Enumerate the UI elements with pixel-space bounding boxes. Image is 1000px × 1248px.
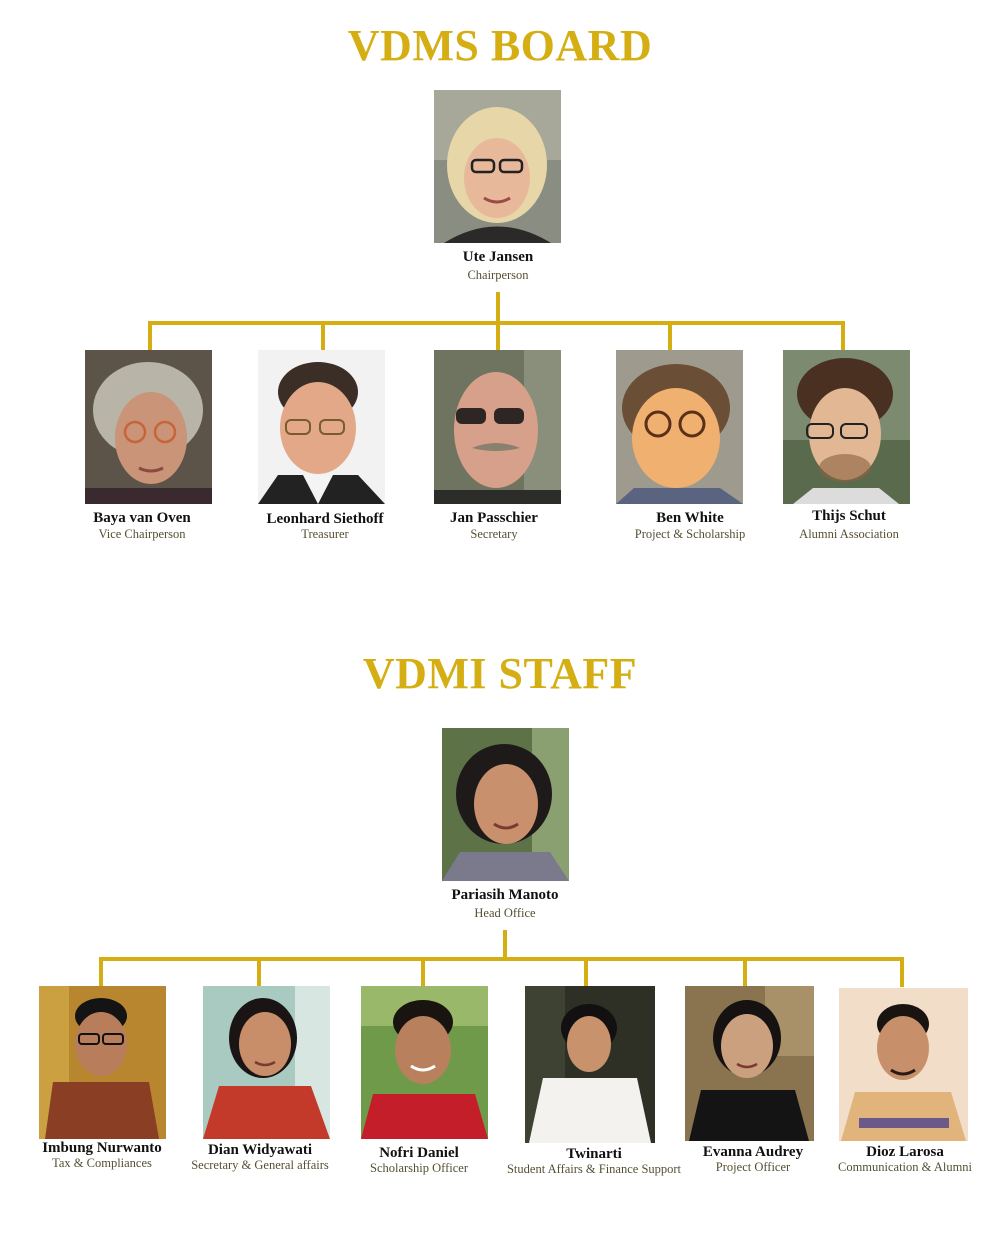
head-office-role: Head Office: [474, 906, 536, 920]
board-member-name-2: Leonhard Siethoff: [266, 511, 384, 527]
staff-connector-drop-5: [743, 957, 747, 987]
chairperson-name: Ute Jansen: [462, 249, 534, 265]
board-member-role-2: Treasurer: [301, 527, 349, 541]
staff-connector-drop-6: [900, 957, 904, 987]
staff-member-name-4: Twinarti: [566, 1146, 622, 1162]
board-member-name-5: Thijs Schut: [812, 508, 886, 524]
staff-connector-drop-1: [99, 957, 103, 987]
board-member-name-1: Baya van Oven: [93, 510, 191, 526]
photo-leonhard-siethoff: [258, 350, 385, 504]
board-member-name-3: Jan Passchier: [450, 510, 538, 526]
staff-member-role-2: Secretary & General affairs: [191, 1158, 329, 1172]
photo-twinarti: [525, 986, 655, 1143]
photo-dian-widyawati: [203, 986, 330, 1139]
head-office-name: Pariasih Manoto: [451, 887, 559, 903]
staff-member-role-6: Communication & Alumni: [837, 1160, 973, 1174]
photo-baya-van-oven: [85, 350, 212, 504]
staff-connector-drop-2: [257, 957, 261, 987]
board-member-role-3: Secretary: [470, 527, 518, 541]
photo-pariasih-manoto: [442, 728, 569, 881]
board-connector-drop-4: [668, 321, 672, 351]
staff-connector-drop-4: [584, 957, 588, 987]
photo-ute-jansen: [434, 90, 561, 243]
photo-ben-white: [616, 350, 743, 504]
board-connector-horizontal: [148, 321, 845, 325]
staff-member-role-1: Tax & Compliances: [52, 1156, 152, 1170]
staff-member-name-1: Imbung Nurwanto: [42, 1140, 162, 1156]
staff-connector-drop-3: [421, 957, 425, 987]
board-member-name-4: Ben White: [656, 510, 724, 526]
board-connector-drop-5: [841, 321, 845, 351]
staff-member-name-6: Dioz Larosa: [866, 1144, 944, 1160]
staff-member-name-3: Nofri Daniel: [379, 1145, 459, 1161]
photo-thijs-schut: [783, 350, 910, 504]
staff-title: VDMI STAFF: [362, 649, 638, 698]
chairperson-role: Chairperson: [467, 268, 529, 282]
photo-imbung-nurwanto: [39, 986, 166, 1139]
board-connector-drop-1: [148, 321, 152, 351]
staff-connector-vertical: [503, 930, 507, 960]
photo-nofri-daniel: [361, 986, 488, 1139]
board-title: VDMS BOARD: [347, 21, 653, 70]
photo-dioz-larosa: [839, 988, 968, 1141]
staff-member-role-5: Project Officer: [715, 1160, 791, 1174]
staff-member-name-2: Dian Widyawati: [207, 1142, 313, 1158]
staff-member-role-4: Student Affairs & Finance Support: [506, 1162, 682, 1176]
staff-connector-horizontal: [99, 957, 904, 961]
photo-jan-passchier: [434, 350, 561, 504]
staff-member-name-5: Evanna Audrey: [702, 1144, 804, 1160]
board-connector-drop-2: [321, 321, 325, 351]
board-member-role-4: Project & Scholarship: [634, 527, 746, 541]
photo-evanna-audrey: [685, 986, 814, 1141]
staff-member-role-3: Scholarship Officer: [369, 1161, 469, 1175]
board-member-role-1: Vice Chairperson: [98, 527, 186, 541]
board-member-role-5: Alumni Association: [799, 527, 899, 541]
